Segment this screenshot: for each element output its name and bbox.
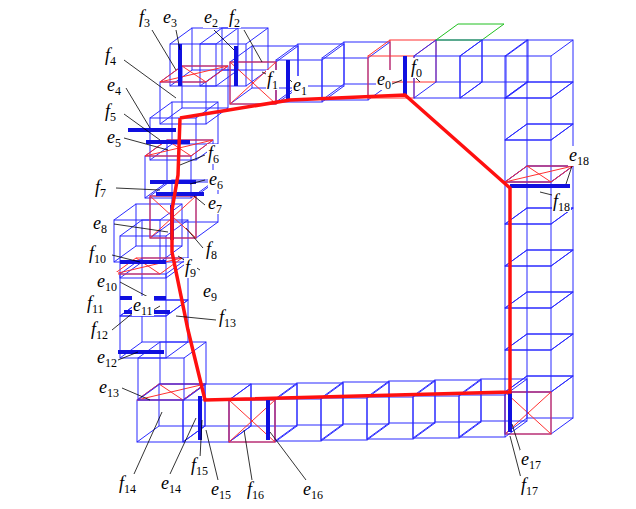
edge-face-label: f0 bbox=[410, 58, 423, 78]
edge-face-label: e10 bbox=[96, 272, 118, 292]
label-text: e4 bbox=[107, 75, 121, 95]
label-text: f17 bbox=[521, 475, 538, 495]
label-text: f0 bbox=[411, 57, 422, 77]
label-text: e16 bbox=[303, 479, 323, 499]
edge-face-label: e17 bbox=[520, 450, 542, 470]
label-text: f13 bbox=[219, 307, 236, 327]
edge-face-label: f8 bbox=[205, 240, 218, 260]
edge-face-label: e5 bbox=[106, 128, 122, 148]
edge-face-label: f11 bbox=[86, 294, 105, 314]
label-text: f8 bbox=[206, 239, 217, 259]
edge-face-label: f10 bbox=[88, 244, 107, 264]
label-text: f11 bbox=[87, 293, 104, 313]
label-text: f16 bbox=[247, 479, 264, 499]
label-text: f6 bbox=[208, 143, 219, 163]
edge-face-label: f3 bbox=[138, 8, 151, 28]
edge-face-label: e16 bbox=[302, 480, 324, 500]
edge-face-label: f16 bbox=[246, 480, 265, 500]
edge-face-label: e1 bbox=[292, 76, 308, 96]
label-text: f3 bbox=[139, 7, 150, 27]
label-text: e14 bbox=[161, 473, 181, 493]
label-text: e13 bbox=[99, 377, 119, 397]
edge-face-label: f6 bbox=[207, 144, 220, 164]
label-text: f9 bbox=[185, 257, 196, 277]
edge-face-label: e2 bbox=[203, 8, 219, 28]
edge-face-label: f2 bbox=[228, 8, 241, 28]
label-text: e11 bbox=[133, 295, 153, 315]
label-text: f18 bbox=[553, 191, 570, 211]
label-text: f5 bbox=[105, 101, 116, 121]
edge-face-label: e11 bbox=[132, 296, 154, 316]
edge-face-label: e4 bbox=[106, 76, 122, 96]
edge-face-label: e12 bbox=[96, 348, 118, 368]
label-text: f1 bbox=[267, 69, 278, 89]
edge-face-label: f13 bbox=[218, 308, 237, 328]
label-text: e5 bbox=[107, 127, 121, 147]
label-text: e15 bbox=[211, 479, 231, 499]
edge-face-label: f12 bbox=[90, 320, 109, 340]
label-text: f14 bbox=[119, 473, 136, 493]
edge-face-label: f14 bbox=[118, 474, 137, 494]
edge-face-label: f9 bbox=[184, 258, 197, 278]
edge-face-label: f17 bbox=[520, 476, 539, 496]
edge-face-label: e0 bbox=[376, 70, 392, 90]
label-text: f4 bbox=[105, 45, 116, 65]
edge-face-label: e14 bbox=[160, 474, 182, 494]
label-text: e18 bbox=[569, 145, 589, 165]
edge-face-label: f5 bbox=[104, 102, 117, 122]
edge-face-label: e18 bbox=[568, 146, 590, 166]
edge-face-label: e6 bbox=[208, 170, 224, 190]
edge-face-label: e13 bbox=[98, 378, 120, 398]
edge-face-label: f18 bbox=[552, 192, 571, 212]
edge-face-label: e15 bbox=[210, 480, 232, 500]
edge-face-label: e8 bbox=[92, 214, 108, 234]
label-text: e7 bbox=[208, 193, 222, 213]
label-text: e17 bbox=[521, 449, 541, 469]
label-text: f15 bbox=[191, 455, 208, 475]
label-text: e1 bbox=[293, 75, 307, 95]
edge-face-label: f7 bbox=[94, 178, 107, 198]
label-text: f12 bbox=[91, 319, 108, 339]
edge-face-label: f1 bbox=[266, 70, 279, 90]
label-text: f2 bbox=[229, 7, 240, 27]
label-text: e2 bbox=[204, 7, 218, 27]
edge-face-label: e3 bbox=[162, 8, 178, 28]
label-text: e8 bbox=[93, 213, 107, 233]
edge-face-label: e7 bbox=[207, 194, 223, 214]
label-text: f7 bbox=[95, 177, 106, 197]
label-text: e10 bbox=[97, 271, 117, 291]
edge-face-label: f15 bbox=[190, 456, 209, 476]
label-text: e12 bbox=[97, 347, 117, 367]
label-text: e3 bbox=[163, 7, 177, 27]
edge-face-label: f4 bbox=[104, 46, 117, 66]
edge-face-label: e9 bbox=[202, 282, 218, 302]
label-text: e6 bbox=[209, 169, 223, 189]
label-text: e9 bbox=[203, 281, 217, 301]
label-text: f10 bbox=[89, 243, 106, 263]
label-text: e0 bbox=[377, 69, 391, 89]
